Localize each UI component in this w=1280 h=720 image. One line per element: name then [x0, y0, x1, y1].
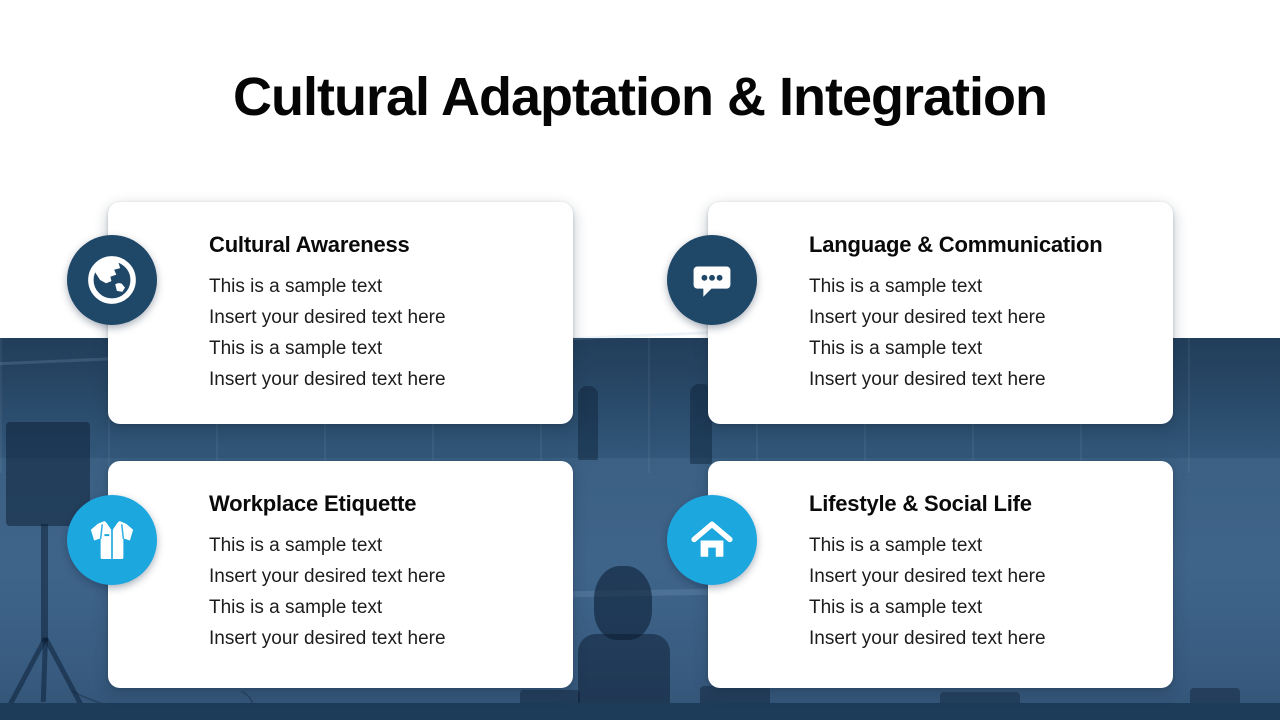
card-lifestyle-social-life: Lifestyle & Social Life This is a sample… — [667, 461, 1173, 688]
card-text-line: This is a sample text — [209, 276, 383, 297]
globe-icon-badge — [67, 235, 157, 325]
bg-footer-strip — [0, 703, 1280, 720]
card-cultural-awareness: Cultural Awareness This is a sample text… — [67, 202, 573, 424]
bg-person-silhouette — [594, 566, 652, 640]
card-title: Workplace Etiquette — [209, 491, 417, 516]
card-text-line: This is a sample text — [209, 338, 383, 359]
card-text-line: This is a sample text — [809, 597, 983, 618]
bg-person-silhouette — [578, 386, 598, 460]
card-text-line: Insert your desired text here — [809, 566, 1046, 587]
card-text-line: This is a sample text — [809, 535, 983, 556]
card-text-line: Insert your desired text here — [209, 307, 446, 328]
chat-icon — [693, 266, 731, 297]
home-icon-badge — [667, 495, 757, 585]
card-text-line: Insert your desired text here — [209, 566, 446, 587]
shirt-icon-badge — [67, 495, 157, 585]
shirt-icon — [90, 520, 134, 559]
card-text-line: Insert your desired text here — [809, 307, 1046, 328]
card-language-communication: Language & Communication This is a sampl… — [667, 202, 1173, 424]
chat-icon-badge — [667, 235, 757, 325]
card-workplace-etiquette: Workplace Etiquette This is a sample tex… — [67, 461, 573, 688]
card-text-line: This is a sample text — [209, 597, 383, 618]
card-text-line: Insert your desired text here — [209, 369, 446, 390]
slide-title: Cultural Adaptation & Integration — [233, 67, 1048, 127]
bg-person-silhouette — [690, 384, 712, 464]
card-text-line: Insert your desired text here — [809, 369, 1046, 390]
card-text-line: This is a sample text — [809, 338, 983, 359]
card-title: Language & Communication — [809, 232, 1103, 257]
card-text-line: This is a sample text — [809, 276, 983, 297]
card-text-line: Insert your desired text here — [809, 628, 1046, 649]
card-text-line: This is a sample text — [209, 535, 383, 556]
globe-icon — [88, 256, 136, 304]
bg-speaker-silhouette — [6, 422, 90, 526]
bg-speaker-stand — [41, 524, 48, 642]
card-text-line: Insert your desired text here — [209, 628, 446, 649]
home-icon — [691, 521, 733, 557]
card-title: Lifestyle & Social Life — [809, 491, 1032, 516]
card-title: Cultural Awareness — [209, 232, 410, 257]
